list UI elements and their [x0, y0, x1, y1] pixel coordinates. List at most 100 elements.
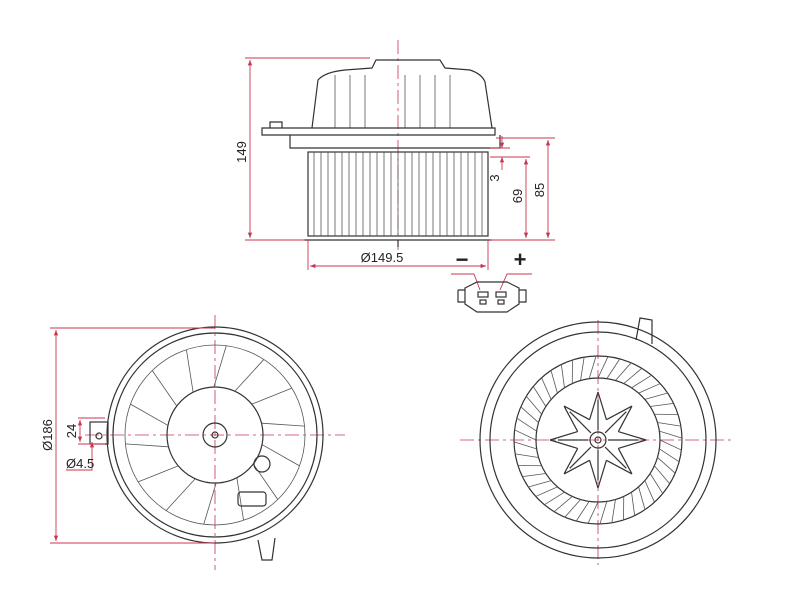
dim-gap: 3 [487, 174, 502, 181]
drawing-line [659, 430, 683, 439]
dim-hole-diameter: Ø4.5 [66, 456, 94, 471]
drawing-line [631, 492, 636, 516]
rear-view [460, 317, 735, 565]
dim-body-height: 85 [532, 183, 547, 197]
dim-fan-diameter: Ø149.5 [361, 250, 404, 265]
fan-blades-side [313, 152, 483, 236]
drawing-line [515, 453, 539, 458]
housing-spokes [125, 345, 305, 525]
housing-ribs [334, 75, 451, 128]
drawing-line [597, 460, 607, 489]
mounting-flange [261, 127, 496, 136]
drawing-line [213, 345, 227, 388]
drawing-line [526, 395, 542, 415]
connector-socket [237, 491, 267, 507]
drawing-line [514, 429, 537, 441]
drawing-line [550, 370, 558, 394]
drawing-line [569, 411, 592, 434]
drawing-line [563, 405, 579, 432]
drawing-line [203, 482, 217, 525]
drawing-line [541, 377, 552, 400]
drawing-line [589, 391, 599, 420]
front-view: Ø186 24 Ø4.5 [40, 315, 345, 570]
drawing-line [604, 446, 627, 469]
dim-height-total: 149 [234, 141, 249, 163]
dim-tab-width: 24 [64, 424, 79, 438]
drawing-line [654, 465, 670, 485]
side-view: 149 3 69 85 Ø149.5 [234, 40, 555, 270]
drawing-line [606, 358, 621, 379]
fan-outer-ring [513, 355, 683, 525]
drawing-line [599, 501, 608, 525]
positive-terminal-label: + [514, 247, 527, 272]
drawing-line [657, 457, 676, 474]
drawing-line [563, 459, 590, 475]
drawing-line [606, 405, 633, 421]
drawing-line [588, 355, 597, 379]
drawing-line [236, 477, 244, 521]
drawing-line [649, 473, 664, 494]
drawing-line [575, 501, 590, 522]
outer-housing-circle-rear [479, 321, 717, 559]
dim-outer-diameter: Ø186 [40, 419, 55, 451]
drawing-line [261, 422, 305, 427]
dim-fan-height: 69 [510, 189, 525, 203]
drawing-line [513, 441, 537, 450]
drawing-line [564, 499, 581, 518]
motor-housing [311, 59, 493, 129]
drawing-line [522, 473, 546, 478]
drawing-line [261, 444, 300, 467]
drawing-line [569, 446, 592, 469]
drawing-line [516, 417, 537, 432]
drawing-line [138, 465, 179, 483]
drawing-line [617, 448, 633, 475]
top-tab [635, 317, 653, 344]
drawing-line [532, 386, 547, 407]
drawing-line [618, 439, 647, 449]
drawing-line [631, 374, 652, 389]
drawing-line [528, 480, 552, 488]
drawing-line [535, 486, 558, 497]
motor-hub [166, 386, 264, 484]
drawing-line [560, 364, 565, 388]
drawing-line [615, 362, 632, 381]
mounting-hole [95, 432, 103, 440]
drawing-line [520, 406, 539, 423]
drawing-line [650, 402, 674, 407]
negative-terminal-label: − [456, 247, 469, 272]
drawing-line [644, 480, 655, 503]
drawing-line [611, 499, 616, 523]
drawing-line [234, 359, 265, 392]
drawing-line [659, 448, 680, 463]
fan-blades [513, 355, 683, 525]
drawing-line [657, 422, 681, 427]
drawing-line [597, 356, 609, 379]
drawing-line [549, 431, 578, 441]
drawing-line [638, 486, 646, 510]
drawing-line [563, 448, 579, 475]
drawing-line [580, 357, 585, 381]
drawing-line [597, 391, 607, 420]
drawing-line [165, 478, 196, 511]
drawing-line [659, 439, 682, 451]
drawing-line [549, 439, 578, 449]
drawing-line [606, 459, 633, 475]
drawing-line [644, 392, 668, 400]
electrical-connector: − + [451, 247, 532, 313]
drawing-line [125, 443, 169, 448]
drawing-line [151, 370, 178, 407]
drawing-line [587, 501, 599, 524]
drawing-line [251, 387, 292, 405]
drawing-line [618, 431, 647, 441]
drawing-line [623, 368, 643, 384]
drawing-line [589, 460, 599, 489]
bottom-tab [257, 537, 276, 561]
drawing-line [544, 491, 565, 506]
flange-tab [269, 121, 283, 128]
drawing-line [604, 411, 627, 434]
drawing-line [186, 349, 194, 393]
drawing-line [638, 383, 661, 394]
drawing-line [553, 496, 573, 512]
